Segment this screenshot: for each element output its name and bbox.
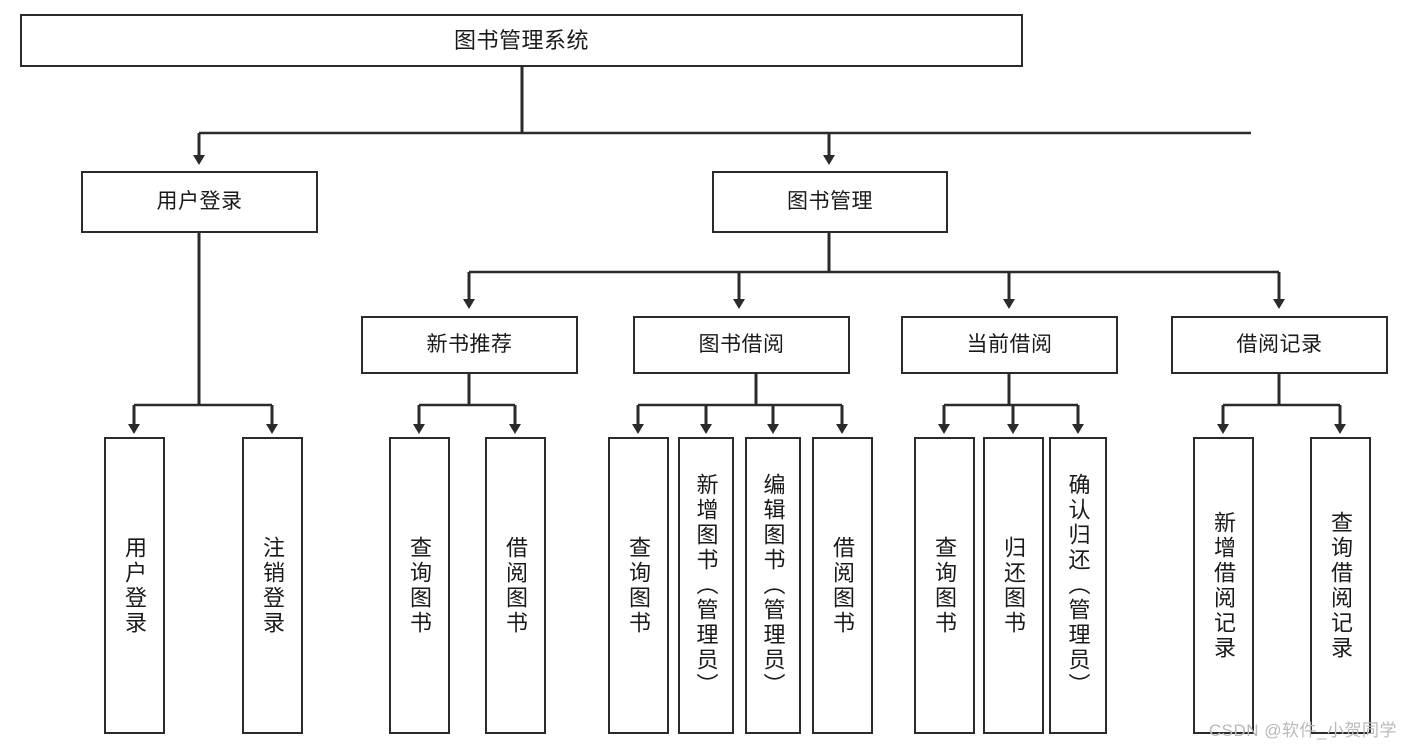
node-leaf-user-login-label: 用户登录 [122, 535, 148, 636]
node-leaf-query-record-label: 查询借阅记录 [1328, 510, 1354, 661]
node-book-manage-label: 图书管理 [787, 189, 873, 213]
node-leaf-borrow-book-2-label: 借阅图书 [830, 535, 856, 636]
node-leaf-query-book-1-label: 查询图书 [407, 535, 433, 636]
node-leaf-edit-book-label: 编辑图书（管理员） [760, 473, 786, 698]
node-leaf-user-login[interactable]: 用户登录 [104, 437, 165, 734]
node-leaf-user-logout[interactable]: 注销登录 [242, 437, 303, 734]
node-user-login-label: 用户登录 [156, 189, 243, 213]
node-current-borrow-label: 当前借阅 [966, 332, 1053, 356]
node-leaf-borrow-book-1-label: 借阅图书 [503, 535, 529, 636]
node-leaf-query-book-2-label: 查询图书 [626, 535, 652, 636]
node-leaf-add-book[interactable]: 新增图书（管理员） [678, 437, 734, 734]
node-leaf-add-record[interactable]: 新增借阅记录 [1193, 437, 1254, 734]
node-leaf-return-book[interactable]: 归还图书 [983, 437, 1044, 734]
node-leaf-user-logout-label: 注销登录 [260, 535, 286, 636]
node-new-book-rec-label: 新书推荐 [426, 332, 513, 356]
node-book-borrow-label: 图书借阅 [698, 332, 785, 356]
node-borrow-record[interactable]: 借阅记录 [1171, 316, 1388, 374]
watermark: CSDN @软件_小贺同学 [1208, 721, 1397, 740]
node-leaf-confirm-return-label: 确认归还（管理员） [1065, 473, 1091, 698]
node-book-manage[interactable]: 图书管理 [712, 171, 948, 233]
node-leaf-add-record-label: 新增借阅记录 [1211, 510, 1237, 661]
node-leaf-borrow-book-2[interactable]: 借阅图书 [812, 437, 873, 734]
node-borrow-record-label: 借阅记录 [1236, 332, 1323, 356]
node-user-login[interactable]: 用户登录 [81, 171, 318, 233]
node-leaf-return-book-label: 归还图书 [1001, 535, 1027, 636]
node-leaf-query-book-1[interactable]: 查询图书 [389, 437, 450, 734]
node-root-label: 图书管理系统 [453, 27, 589, 53]
node-leaf-confirm-return[interactable]: 确认归还（管理员） [1049, 437, 1107, 734]
node-leaf-borrow-book-1[interactable]: 借阅图书 [485, 437, 546, 734]
node-leaf-query-book-2[interactable]: 查询图书 [608, 437, 669, 734]
node-leaf-edit-book[interactable]: 编辑图书（管理员） [745, 437, 801, 734]
node-book-borrow[interactable]: 图书借阅 [633, 316, 850, 374]
node-leaf-query-record[interactable]: 查询借阅记录 [1310, 437, 1371, 734]
node-new-book-rec[interactable]: 新书推荐 [361, 316, 578, 374]
node-root[interactable]: 图书管理系统 [20, 14, 1023, 67]
node-leaf-query-book-3[interactable]: 查询图书 [914, 437, 975, 734]
node-current-borrow[interactable]: 当前借阅 [901, 316, 1118, 374]
node-leaf-add-book-label: 新增图书（管理员） [693, 473, 719, 698]
node-leaf-query-book-3-label: 查询图书 [932, 535, 958, 636]
